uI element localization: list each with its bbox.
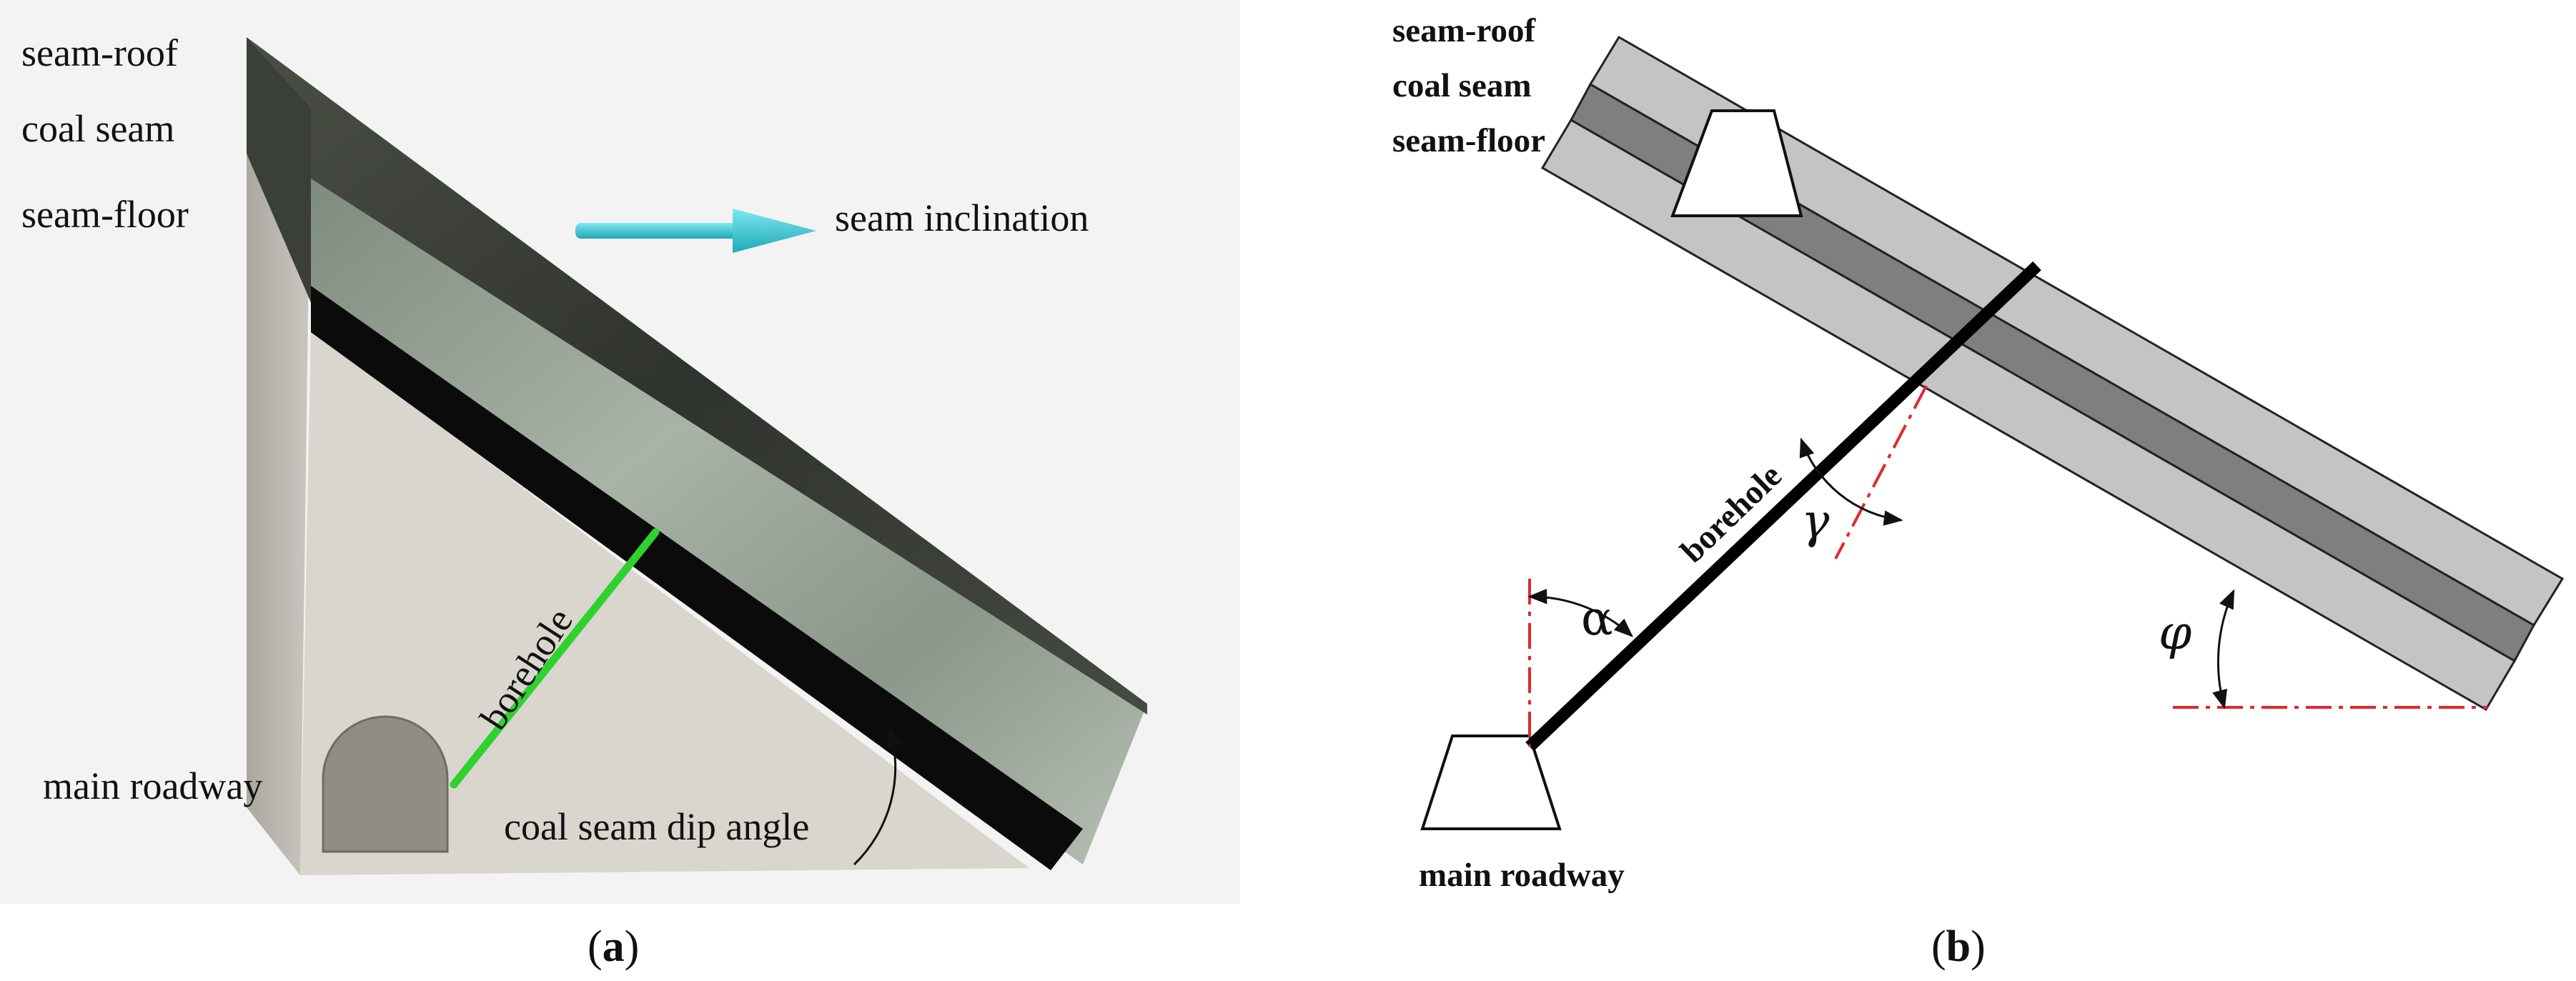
phi-arc: [2212, 589, 2235, 709]
caption-a: (a): [588, 922, 639, 971]
label-b-main-roadway: main roadway: [1419, 857, 1625, 894]
panel-b: seam-roof coal seam seam-floor borehole …: [1392, 12, 2565, 894]
main-roadway-tunnel: [322, 715, 449, 853]
main-roadway-b: [1420, 734, 1562, 830]
roof-top-face: [247, 37, 1147, 714]
label-a-main-roadway: main roadway: [43, 765, 262, 807]
gamma-arc: [1799, 437, 1903, 526]
label-b-coal-seam: coal seam: [1392, 67, 1531, 104]
upper-roadway: [1670, 109, 1803, 217]
label-b-seam-roof: seam-roof: [1392, 12, 1536, 49]
label-a-seam-inclination: seam inclination: [835, 196, 1089, 239]
borehole-line-b: [1525, 261, 2041, 752]
label-b-seam-floor: seam-floor: [1392, 122, 1545, 159]
alpha-arc: [1527, 589, 1633, 637]
block-side-roof-band: [247, 37, 314, 311]
label-a-seam-roof: seam-roof: [21, 31, 178, 74]
borehole-line: [450, 528, 660, 789]
seam-inclination-arrow: [575, 209, 816, 253]
label-a-coal-seam: coal seam: [21, 107, 174, 150]
seam-face: [311, 179, 1147, 865]
panel-a: seam-roof coal seam seam-floor seam incl…: [0, 0, 1240, 904]
rock-floor-face: [300, 329, 1029, 875]
caption-b: (b): [1931, 922, 1986, 971]
label-a-dip-angle: coal seam dip angle: [504, 805, 809, 848]
label-a-seam-floor: seam-floor: [21, 193, 189, 236]
coal-seam-band: [311, 286, 1083, 870]
alpha-symbol: α: [1581, 591, 1613, 646]
seam-floor-band: [1540, 118, 2517, 712]
phi-symbol: φ: [2159, 605, 2191, 660]
gamma-symbol: γ: [1801, 494, 1830, 549]
dip-angle-arc: [853, 727, 903, 866]
